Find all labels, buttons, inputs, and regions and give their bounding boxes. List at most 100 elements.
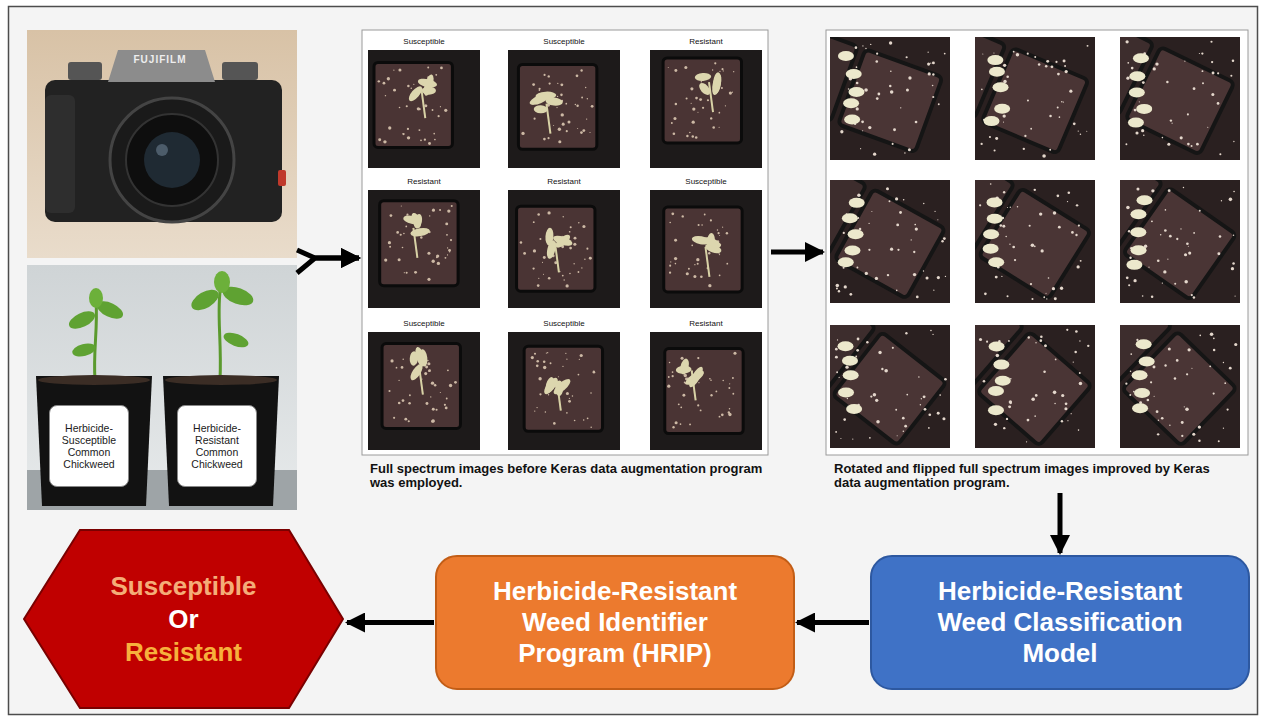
soil-speck bbox=[590, 392, 592, 394]
soil-speck bbox=[566, 284, 569, 287]
soil-speck bbox=[1028, 336, 1030, 338]
soil-speck bbox=[531, 356, 534, 359]
soil-speck bbox=[1235, 296, 1236, 297]
soil-speck bbox=[573, 263, 574, 264]
soil-speck bbox=[402, 399, 405, 402]
soil-speck bbox=[560, 83, 563, 86]
soil-speck bbox=[899, 211, 902, 214]
soil-speck bbox=[732, 92, 733, 93]
soil-speck bbox=[1186, 373, 1188, 375]
soil-speck bbox=[726, 263, 728, 265]
pot-soil bbox=[38, 375, 150, 385]
thumbnail-label: Resistant bbox=[368, 176, 480, 188]
plant-leaf bbox=[702, 235, 722, 250]
soil-speck bbox=[722, 380, 724, 382]
soil-speck bbox=[1127, 62, 1129, 64]
soil-speck bbox=[1035, 342, 1036, 343]
pot bbox=[518, 64, 596, 149]
soil-speck bbox=[1043, 370, 1046, 373]
plant-leaf bbox=[410, 227, 431, 238]
soil-speck bbox=[582, 225, 585, 228]
soil-speck bbox=[543, 366, 546, 369]
box-label: Herbicide-Resistant Weed Classification … bbox=[912, 576, 1208, 669]
soil-speck bbox=[581, 267, 582, 268]
thumbnail-photo bbox=[1120, 180, 1240, 303]
soil-speck bbox=[388, 390, 390, 392]
soil-speck bbox=[868, 126, 871, 129]
soil-speck bbox=[688, 268, 690, 270]
plant-leaf bbox=[695, 72, 712, 81]
soil-speck bbox=[424, 372, 427, 375]
pot bbox=[380, 201, 458, 286]
soil-speck bbox=[1003, 80, 1006, 83]
plant-leaf bbox=[993, 360, 1009, 370]
soil-speck bbox=[431, 420, 434, 423]
soil-speck bbox=[1187, 348, 1190, 351]
pot-label: Herbicide-Susceptible Common Chickweed bbox=[49, 405, 129, 487]
soil-speck bbox=[1125, 143, 1127, 145]
thumbnail-label: Resistant bbox=[508, 176, 620, 188]
caption-text: Rotated and flipped full spectrum images… bbox=[834, 462, 1229, 490]
soil-speck bbox=[890, 90, 894, 94]
soil-speck bbox=[995, 276, 998, 279]
soil-speck bbox=[672, 375, 674, 377]
thumbnail-image: Resistant bbox=[650, 318, 762, 450]
soil-speck bbox=[1157, 433, 1159, 435]
soil-speck bbox=[1229, 367, 1232, 370]
soil-speck bbox=[1077, 265, 1080, 268]
soil-speck bbox=[944, 378, 947, 381]
plant-leaf bbox=[843, 98, 859, 108]
soil-speck bbox=[913, 251, 915, 253]
soil-speck bbox=[684, 374, 687, 377]
plant-leaf bbox=[1136, 104, 1152, 114]
soil-speck bbox=[719, 235, 720, 236]
plant-leaf bbox=[988, 386, 1004, 396]
photo-ground bbox=[1120, 325, 1240, 448]
soil-speck bbox=[692, 107, 695, 110]
soil-speck bbox=[1042, 154, 1046, 158]
soil-speck bbox=[1061, 420, 1063, 422]
soil-speck bbox=[1026, 441, 1027, 442]
soil-speck bbox=[1135, 131, 1138, 134]
camera-dial bbox=[222, 62, 258, 80]
soil-speck bbox=[585, 87, 586, 88]
soil-speck bbox=[1213, 338, 1215, 340]
soil-speck bbox=[869, 437, 871, 439]
soil-speck bbox=[1044, 344, 1047, 347]
soil-speck bbox=[733, 352, 736, 355]
soil-speck bbox=[580, 131, 583, 134]
soil-speck bbox=[856, 349, 859, 352]
camera-button bbox=[278, 170, 286, 186]
soil-speck bbox=[1202, 82, 1204, 84]
result-label: Resistant bbox=[125, 636, 242, 669]
soil-speck bbox=[856, 107, 859, 110]
plant-photo: Herbicide-Susceptible Common ChickweedHe… bbox=[27, 265, 297, 510]
soil-speck bbox=[943, 237, 946, 240]
soil-speck bbox=[1065, 70, 1068, 73]
soil-speck bbox=[398, 380, 399, 381]
soil-speck bbox=[1162, 137, 1164, 139]
thumbnail-photo bbox=[830, 180, 950, 303]
soil-speck bbox=[401, 366, 404, 369]
photo-detail bbox=[830, 180, 945, 299]
soil-speck bbox=[934, 211, 935, 212]
soil-speck bbox=[1183, 187, 1184, 188]
soil-speck bbox=[589, 257, 592, 260]
soil-speck bbox=[680, 406, 682, 408]
photo-detail bbox=[830, 325, 946, 445]
soil-speck bbox=[569, 273, 571, 275]
soil-speck bbox=[576, 105, 578, 107]
soil-speck bbox=[1071, 413, 1072, 414]
soil-speck bbox=[1233, 141, 1234, 142]
soil-speck bbox=[580, 354, 583, 357]
soil-speck bbox=[855, 46, 858, 49]
soil-speck bbox=[937, 276, 940, 279]
soil-speck bbox=[1061, 101, 1062, 102]
soil-speck bbox=[857, 193, 860, 196]
photo-ground bbox=[368, 50, 480, 168]
thumbnail-label: Susceptible bbox=[508, 36, 620, 48]
plant-leaf bbox=[838, 51, 854, 61]
pot bbox=[830, 180, 866, 255]
soil-speck bbox=[719, 71, 720, 72]
soil-speck bbox=[840, 438, 841, 439]
